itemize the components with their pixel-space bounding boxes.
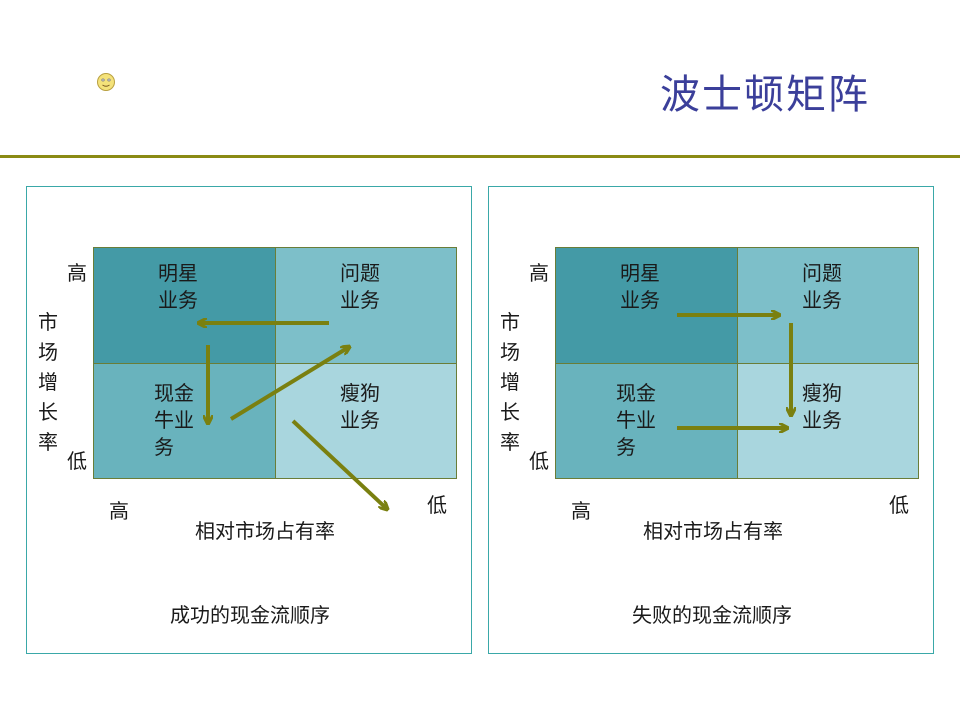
- cash-cow-label: 现金牛业务: [616, 381, 656, 459]
- y-high-label: 高: [529, 261, 549, 285]
- cash-cow-label: 现金牛业务: [154, 381, 194, 459]
- failure-matrix-panel: 高 低 市 场 增 长 率 明星业务 问题业务 现金牛业务 瘦狗业务: [488, 186, 934, 654]
- y-axis-char: 场: [500, 340, 520, 364]
- star-label: 明星业务: [158, 261, 198, 312]
- bcg-matrix-grid: 明星业务 问题业务 现金牛业务 瘦狗业务: [93, 247, 457, 479]
- header-divider: [0, 155, 960, 158]
- x-low-label: 低: [427, 493, 447, 517]
- question-quadrant: 问题业务: [276, 248, 456, 364]
- panel-caption: 成功的现金流顺序: [170, 603, 330, 627]
- y-axis-char: 增: [38, 370, 58, 394]
- y-low-label: 低: [529, 449, 549, 473]
- success-flow-arrows: [27, 187, 473, 655]
- y-axis-char: 率: [38, 430, 58, 454]
- y-high-label: 高: [67, 261, 87, 285]
- y-axis-label: 市 场 增 长 率: [37, 307, 59, 457]
- x-high-label: 高: [109, 499, 129, 523]
- star-quadrant: 明星业务: [556, 248, 738, 364]
- x-high-label: 高: [571, 499, 591, 523]
- dog-label: 瘦狗业务: [340, 381, 380, 432]
- star-label: 明星业务: [620, 261, 660, 312]
- success-matrix-panel: 高 低 市 场 增 长 率 明星业务 问题业务 现金牛业务 瘦狗业务: [26, 186, 472, 654]
- y-axis-char: 市: [38, 310, 58, 334]
- y-axis-char: 长: [500, 400, 520, 424]
- y-axis-char: 场: [38, 340, 58, 364]
- question-label: 问题业务: [802, 261, 842, 312]
- panel-caption: 失败的现金流顺序: [632, 603, 792, 627]
- star-quadrant: 明星业务: [94, 248, 276, 364]
- dog-label: 瘦狗业务: [802, 381, 842, 432]
- y-axis-char: 市: [500, 310, 520, 334]
- x-axis-label: 相对市场占有率: [195, 519, 335, 543]
- dog-quadrant: 瘦狗业务: [276, 364, 456, 478]
- smiley-face-icon: [97, 73, 115, 91]
- cash-cow-quadrant: 现金牛业务: [556, 364, 738, 478]
- question-quadrant: 问题业务: [738, 248, 918, 364]
- y-axis-char: 率: [500, 430, 520, 454]
- failure-flow-arrows: [677, 187, 935, 655]
- bcg-matrix-grid: 明星业务 问题业务 现金牛业务 瘦狗业务: [555, 247, 919, 479]
- y-axis-char: 增: [500, 370, 520, 394]
- arrow-cashcow-to-question: [229, 347, 349, 421]
- page-title: 波士顿矩阵: [660, 72, 870, 118]
- dog-quadrant: 瘦狗业务: [738, 364, 918, 478]
- cash-cow-quadrant: 现金牛业务: [94, 364, 276, 478]
- question-label: 问题业务: [340, 261, 380, 312]
- y-axis-label: 市 场 增 长 率: [499, 307, 521, 457]
- y-axis-char: 长: [38, 400, 58, 424]
- y-low-label: 低: [67, 449, 87, 473]
- arrow-dog-out: [291, 419, 387, 509]
- x-axis-label: 相对市场占有率: [643, 519, 783, 543]
- x-low-label: 低: [889, 493, 909, 517]
